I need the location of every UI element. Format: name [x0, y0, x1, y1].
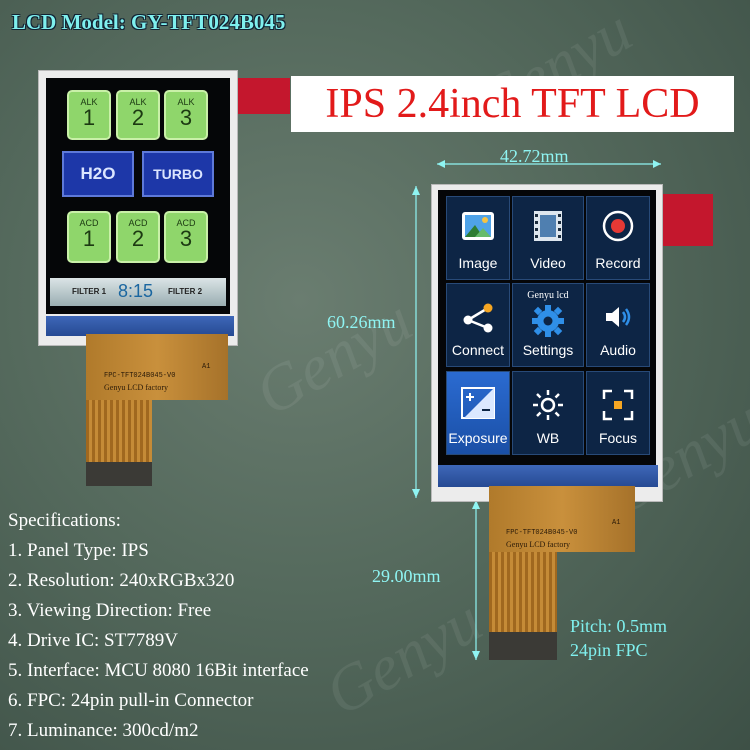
- film-icon: [534, 211, 562, 241]
- fpc-maker: Genyu LCD factory: [104, 383, 168, 392]
- fpc-tail: [489, 552, 557, 634]
- pitch-label: Pitch: 0.5mm: [570, 616, 668, 636]
- status-bar: FILTER 1 8:15 FILTER 2: [50, 278, 226, 306]
- menu-settings: Genyu lcd Settings: [512, 283, 584, 367]
- spec-item: 3. Viewing Direction: Free: [8, 600, 212, 621]
- gear-icon: [532, 305, 564, 337]
- speaker-icon: [606, 307, 631, 327]
- protective-tape: [236, 78, 290, 114]
- menu-connect: Connect: [446, 283, 510, 367]
- fpc-dimension: 29.00mm: [372, 566, 441, 586]
- pin-mark: A1: [612, 519, 621, 527]
- spec-item: 6. FPC: 24pin pull-in Connector: [8, 690, 254, 711]
- spec-item: 7. Luminance: 300cd/m2: [8, 720, 199, 741]
- width-dimension: 42.72mm: [500, 146, 569, 166]
- fpc-code: FPC-TFT024B045-V0: [506, 529, 578, 537]
- pin-mark: A1: [202, 363, 211, 371]
- menu-audio: Audio: [586, 283, 650, 367]
- fpc-pin-label: 24pin FPC: [570, 640, 648, 660]
- settings-caption: Genyu lcd: [527, 290, 569, 301]
- fpc-connector: [86, 462, 152, 486]
- filter-1-label: FILTER 1: [72, 287, 107, 296]
- protective-tape: [657, 194, 713, 246]
- spec-item: 1. Panel Type: IPS: [8, 540, 149, 561]
- backlight-strip: [438, 465, 658, 487]
- pitch-note: Pitch: 0.5mm 24pin FPC: [570, 614, 667, 662]
- image-icon: [462, 212, 494, 240]
- clock-time: 8:15: [118, 281, 154, 301]
- product-title: IPS 2.4inch TFT LCD: [291, 76, 734, 132]
- fpc-maker: Genyu LCD factory: [506, 540, 570, 549]
- spec-item: 2. Resolution: 240xRGBx320: [8, 570, 235, 591]
- filter-2-label: FILTER 2: [168, 287, 203, 296]
- record-icon: [602, 210, 634, 242]
- exposure-icon: [461, 387, 495, 419]
- menu-image: Image: [446, 196, 510, 280]
- focus-icon: [602, 389, 634, 421]
- menu-focus: Focus: [586, 371, 650, 455]
- menu-video: Video: [512, 196, 584, 280]
- spec-item: 5. Interface: MCU 8080 16Bit interface: [8, 660, 309, 681]
- spec-item: 4. Drive IC: ST7789V: [8, 630, 178, 651]
- lcd-model-label: LCD Model: GY-TFT024B045: [12, 10, 286, 34]
- fpc-tail: [86, 400, 152, 464]
- fpc-connector: [489, 632, 557, 660]
- fpc-code: FPC-TFT024B045-V0: [104, 372, 176, 380]
- specifications-list: Specifications: 1. Panel Type: IPS 2. Re…: [8, 506, 309, 746]
- turbo-button: TURBO: [142, 151, 214, 197]
- backlight-strip: [46, 316, 234, 336]
- fpc-head: [489, 486, 635, 552]
- share-icon: [463, 303, 493, 333]
- menu-record: Record: [586, 196, 650, 280]
- height-dimension: 60.26mm: [327, 312, 396, 332]
- fpc-head: [86, 334, 228, 400]
- menu-exposure: Exposure: [446, 371, 510, 455]
- menu-wb: WB: [512, 371, 584, 455]
- sun-icon: [533, 390, 563, 420]
- spec-heading: Specifications:: [8, 510, 121, 531]
- h2o-button: H2O: [62, 151, 134, 197]
